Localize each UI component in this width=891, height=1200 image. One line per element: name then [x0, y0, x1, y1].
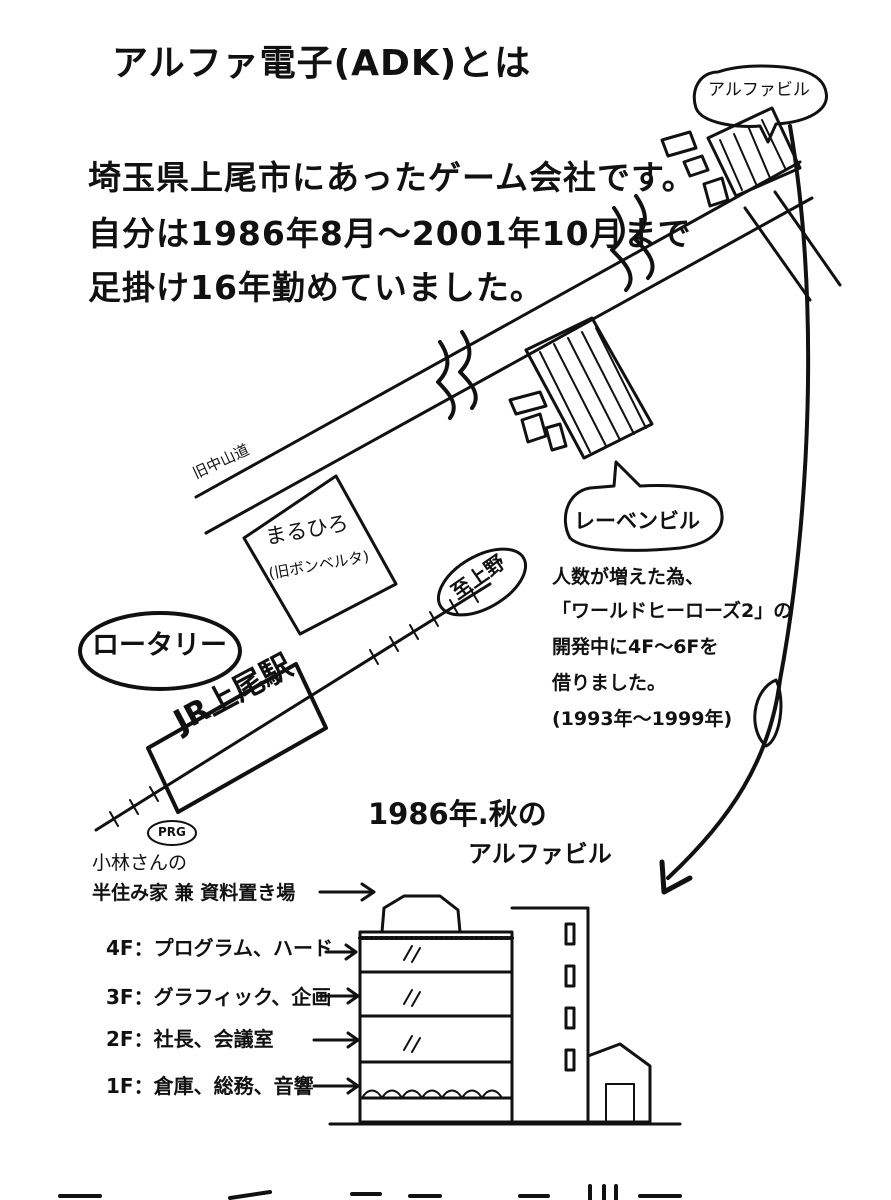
maruhiro-block [242, 474, 398, 636]
alpha-annex [682, 154, 710, 178]
note-line-3: 開発中に4F～6Fを [552, 636, 719, 658]
note-line-1: 人数が増えた為、 [552, 566, 705, 588]
arrow-loop [753, 678, 783, 748]
tower-windows [564, 922, 576, 1072]
alpha-bubble [692, 64, 828, 144]
rooftop-label-line-2: 半住み家 兼 資料置き場 [92, 882, 296, 904]
ueno-outline [436, 547, 528, 617]
building-caption-line-1: 1986年.秋の [368, 797, 547, 831]
main-building [358, 930, 514, 1124]
floor-arrow-3f [318, 987, 360, 1005]
floor-label-3f: 3F：グラフィック、企画 [106, 985, 332, 1009]
big-arrow-head [659, 859, 693, 895]
station-box [146, 662, 328, 814]
floor-arrow-4f [324, 943, 358, 961]
rail-ties [109, 587, 479, 827]
road-break-mark [610, 206, 633, 292]
page-title: アルファ電子(ADK)とは [112, 43, 532, 84]
annex-house [586, 1042, 652, 1124]
floor-arrow-1f [312, 1077, 360, 1095]
alpha-annex [702, 176, 730, 208]
leben-annex [508, 390, 548, 416]
floor-label-2f: 2F：社長、会議室 [106, 1027, 274, 1051]
rail-line [94, 582, 492, 832]
leben-bubble [563, 460, 724, 552]
alpha-annex [660, 130, 698, 158]
rotary-label: ロータリー [92, 630, 227, 661]
window-glints [403, 945, 421, 1053]
floor-label-1f: 1F：倉庫、総務、音響 [106, 1074, 314, 1098]
rooftop-arrow [318, 882, 376, 902]
alpha-building-label: アルファビル [708, 80, 810, 100]
bottom-edge-marks [58, 1184, 682, 1200]
alpha-hatching [719, 119, 787, 191]
intro-line-2: 自分は1986年8月～2001年10月まで [88, 214, 692, 253]
big-arrow [666, 124, 811, 880]
rotary-outline [78, 611, 242, 691]
floor-label-4f: 4F：プログラム、ハード [106, 936, 333, 960]
prg-badge: PRG [158, 825, 186, 839]
road-line-lower [204, 196, 814, 535]
leben-building [524, 316, 654, 460]
note-line-2: 「ワールドヒーローズ2」の [552, 600, 793, 622]
building-caption-line-2: アルファビル [468, 840, 612, 868]
leben-building-label: レーベンビル [574, 509, 700, 533]
road-break-mark [458, 330, 478, 410]
road-line-upper [194, 160, 802, 499]
side-street [743, 206, 812, 302]
road-break-mark [436, 340, 456, 420]
tower [510, 906, 590, 1124]
road-break-mark [632, 194, 655, 280]
prg-badge-outline [147, 820, 197, 846]
leben-hatching [539, 327, 647, 453]
leben-annex [520, 412, 548, 444]
note-line-5: (1993年～1999年) [552, 708, 733, 730]
intro-line-1: 埼玉県上尾市にあったゲーム会社です。 [88, 158, 696, 197]
alpha-building [706, 106, 802, 198]
leben-annex [544, 422, 568, 452]
note-line-4: 借りました。 [552, 672, 667, 694]
intro-line-3: 足掛け16年勤めていました。 [88, 268, 544, 307]
floor-lines [358, 970, 514, 1100]
shrubs [361, 1089, 503, 1099]
floor-arrow-2f [312, 1031, 360, 1049]
annex-door [605, 1083, 635, 1123]
rooftop-label-line-1: 小林さんの [92, 852, 188, 874]
rooftop-house [380, 894, 462, 934]
side-street [773, 190, 842, 287]
